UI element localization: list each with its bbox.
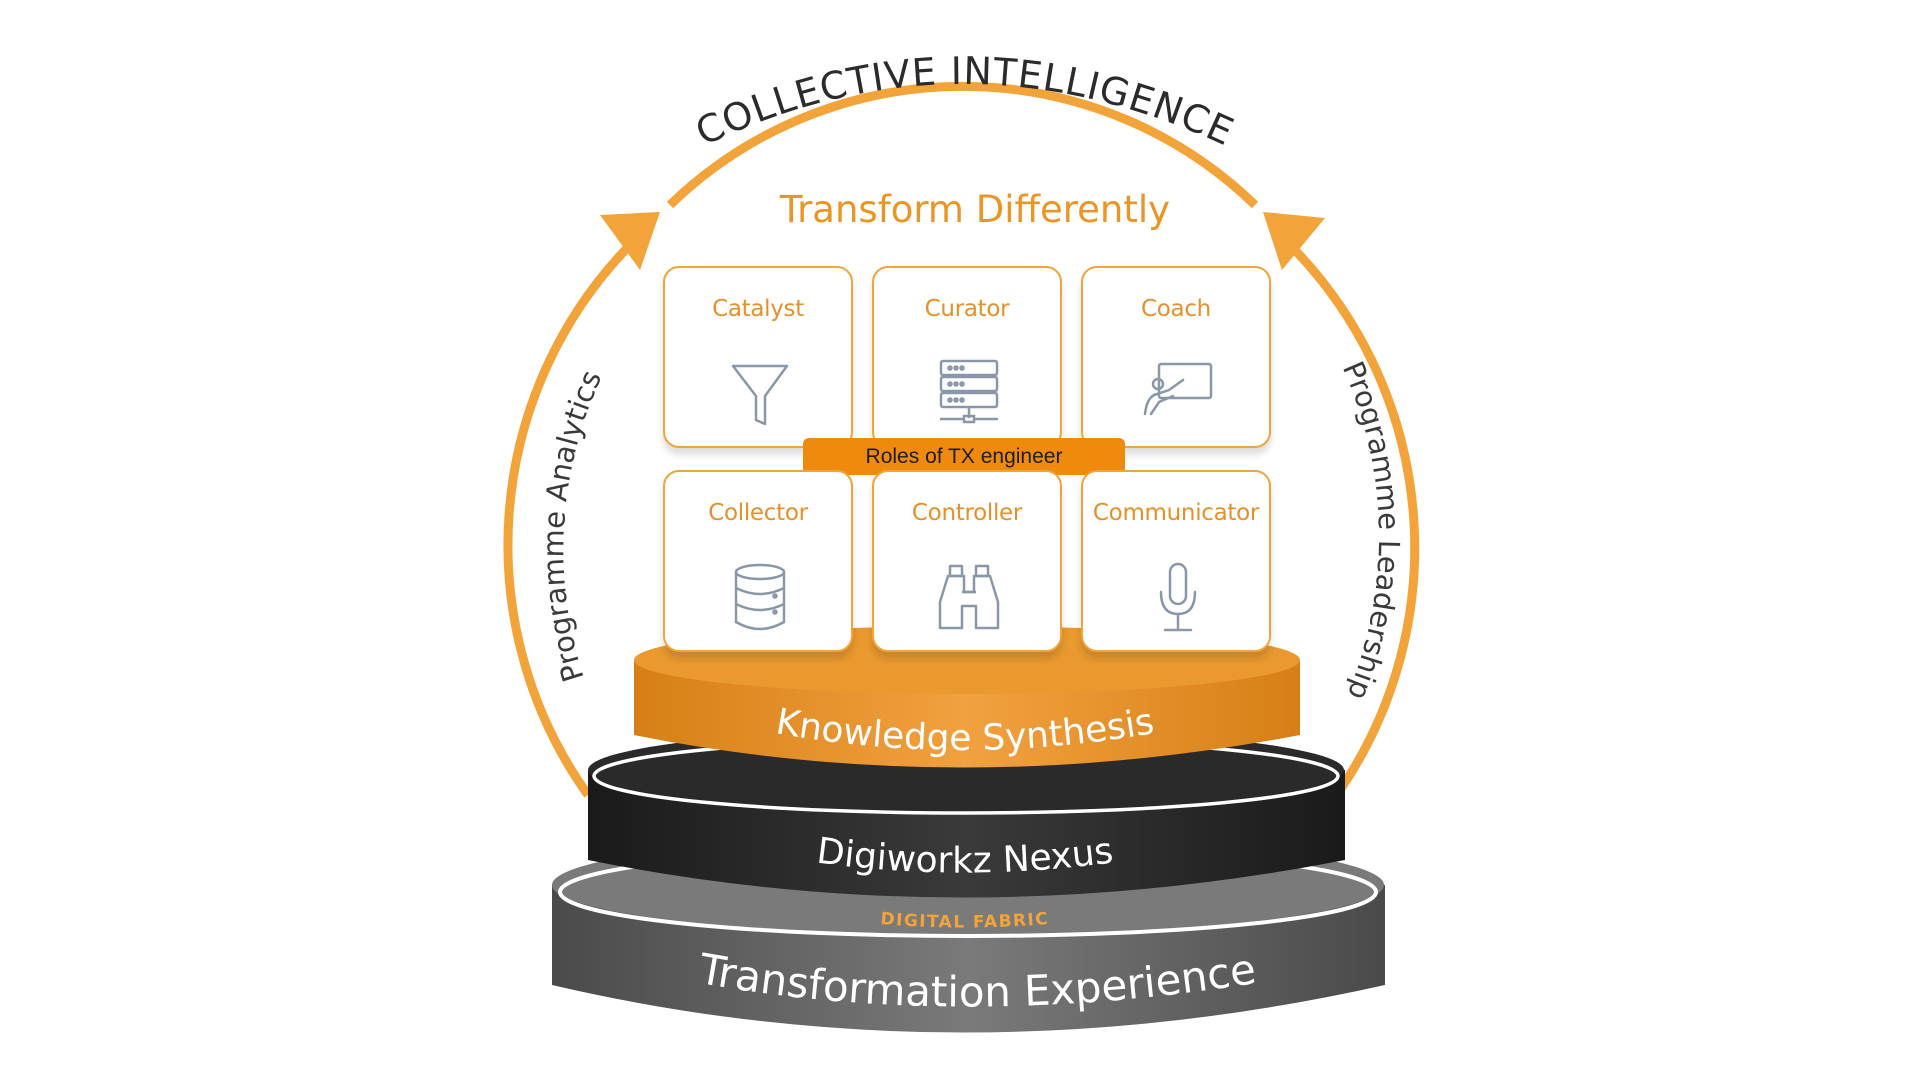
- digital-fabric-label: DIGITAL FABRIC: [880, 909, 1050, 933]
- role-label: Communicator: [1092, 500, 1260, 526]
- microphone-icon: [1141, 562, 1215, 636]
- left-arc-ring: [503, 241, 634, 798]
- transform-differently-subtitle: Transform Differently: [779, 188, 1170, 231]
- left-arrowhead-icon: [600, 212, 660, 270]
- role-card-collector: Collector: [663, 470, 853, 652]
- role-card-controller: Controller: [872, 470, 1062, 652]
- programme-analytics-label: Programme Analytics: [536, 365, 608, 686]
- right-arrowhead-icon: [1263, 212, 1325, 270]
- role-label: Coach: [1141, 296, 1211, 322]
- role-card-coach: Coach: [1081, 266, 1271, 448]
- database-icon: [723, 562, 797, 636]
- role-label: Curator: [924, 296, 1010, 322]
- role-card-curator: Curator: [872, 266, 1062, 448]
- role-card-catalyst: Catalyst: [663, 266, 853, 448]
- presentation-board-icon: [1141, 358, 1215, 432]
- role-label: Controller: [911, 500, 1023, 526]
- funnel-icon: [723, 358, 797, 432]
- right-arc-ring: [1286, 241, 1420, 793]
- roles-banner: Roles of TX engineer: [803, 438, 1125, 475]
- top-arc-ring: [666, 81, 1259, 209]
- role-label: Catalyst: [712, 296, 804, 322]
- binoculars-icon: [932, 562, 1006, 636]
- role-card-communicator: Communicator: [1081, 470, 1271, 652]
- role-label: Collector: [708, 500, 808, 526]
- server-rack-icon: [932, 358, 1006, 432]
